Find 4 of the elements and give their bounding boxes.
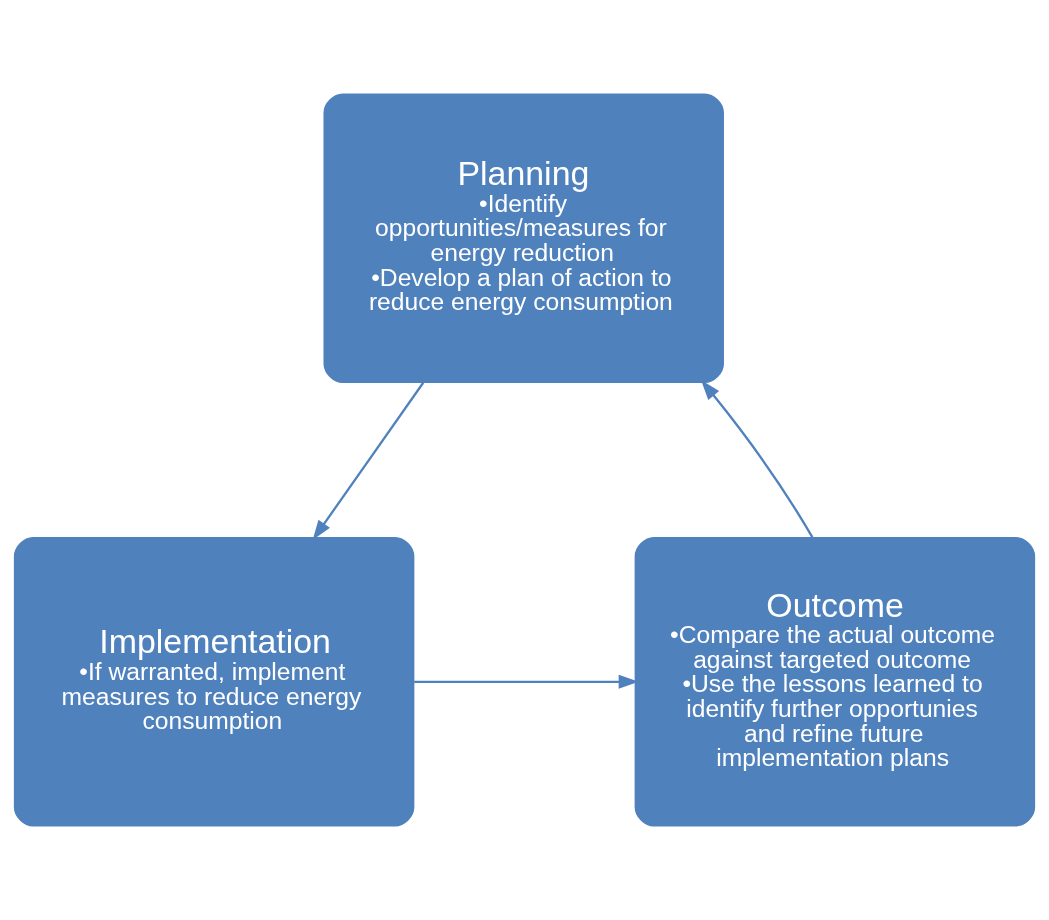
node-box: Implementation •If warranted, implement measures to reduce energy consumption bbox=[13, 537, 415, 827]
arrow bbox=[701, 380, 814, 538]
node-box: Planning •Identify opportunities/measures for energy reduction •Develop a plan of action to reduce energy consumption bbox=[323, 93, 724, 383]
node-box: Outcome •Compare the actual outcome against targeted outcome •Use the lessons learned to identify further opportunies and refine future implementation plans bbox=[634, 537, 1036, 827]
